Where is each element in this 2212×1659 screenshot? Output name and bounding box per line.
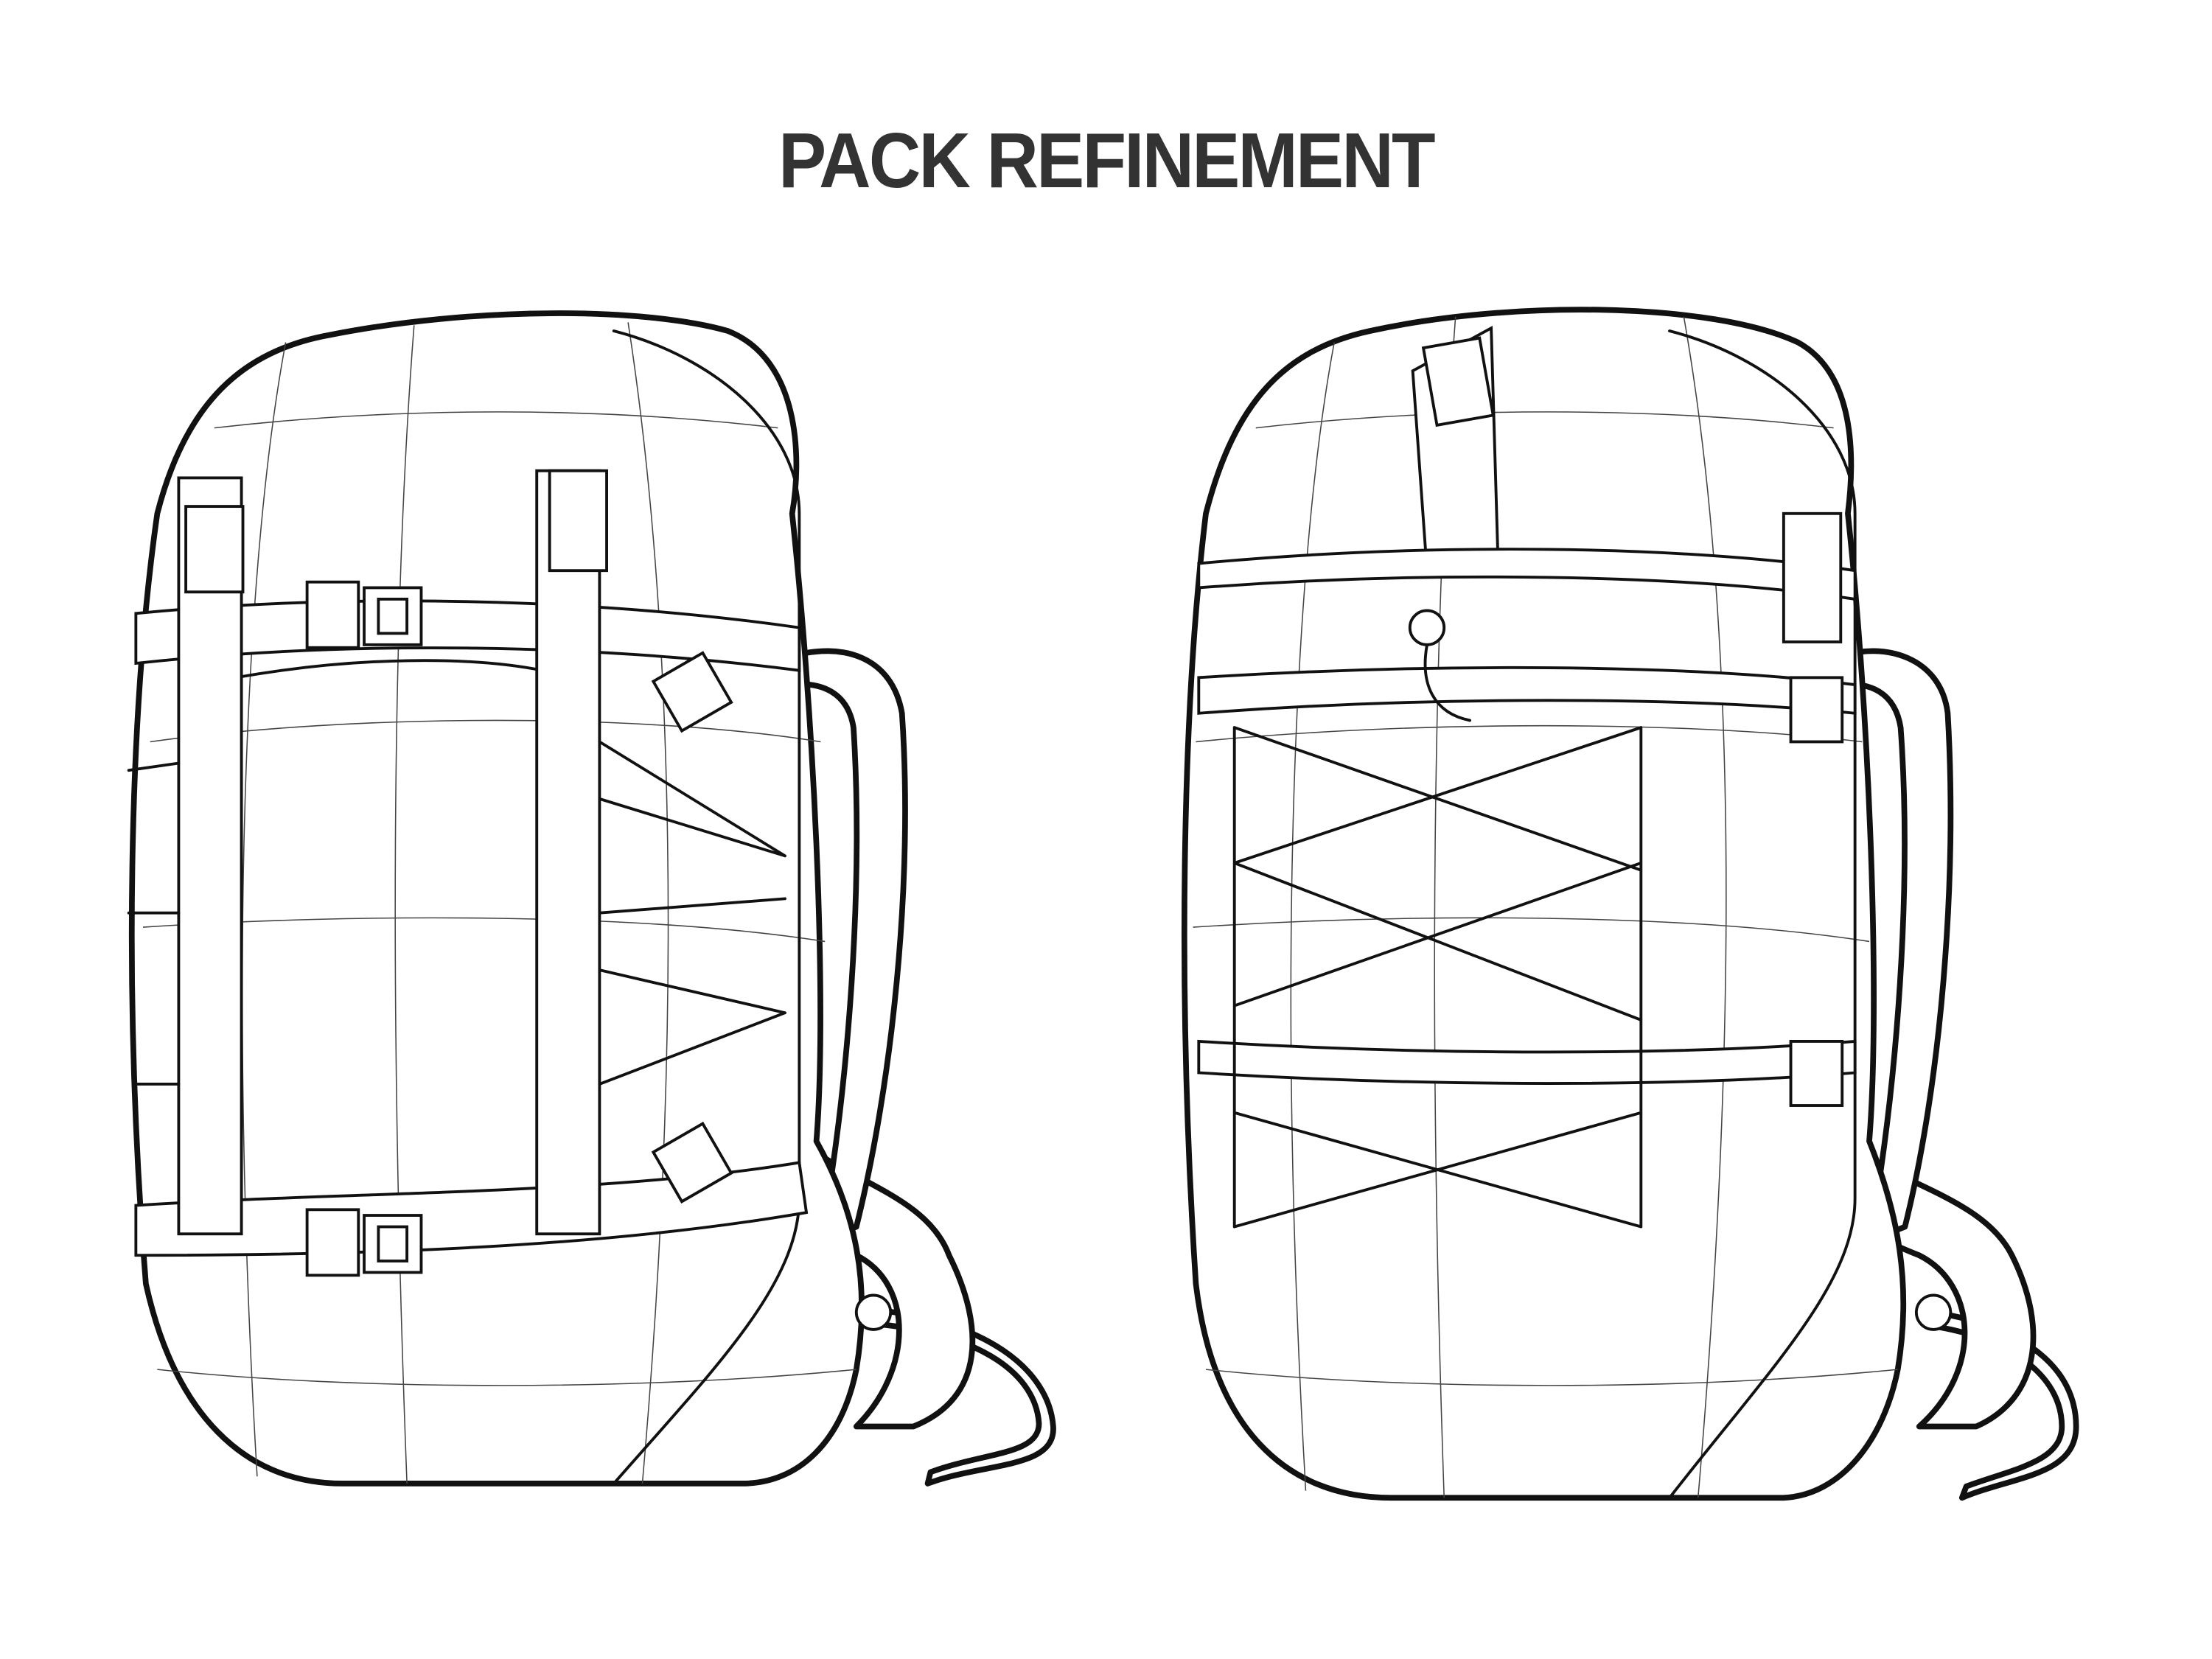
compression-band-top xyxy=(134,599,801,672)
cord-lock-icon xyxy=(1914,1293,1953,1331)
bungee-lacing xyxy=(1232,726,1643,1229)
pack-body xyxy=(1181,307,1907,1501)
side-band xyxy=(1197,666,1857,715)
cord-loop xyxy=(868,1306,1056,1487)
shoulder-strap xyxy=(1838,648,1954,1244)
backpack-left xyxy=(127,310,1056,1487)
backpack-right xyxy=(1181,307,2079,1501)
side-lashing xyxy=(127,740,786,1086)
cord-lock-icon xyxy=(854,1293,893,1331)
compression-band-top xyxy=(1197,548,1857,601)
cord-lock-icon xyxy=(1408,609,1446,646)
vertical-strap-left xyxy=(177,476,243,1236)
buckle-icon xyxy=(184,469,733,1277)
side-band xyxy=(1197,1039,1857,1085)
cord-loop xyxy=(1930,1309,2079,1501)
buckle-icon xyxy=(1782,511,1844,1107)
vertical-strap-right xyxy=(535,469,601,1236)
buckle-icon xyxy=(1421,336,1496,427)
shoulder-strap xyxy=(789,648,908,1244)
page-title: PACK REFINEMENT xyxy=(778,117,1435,204)
